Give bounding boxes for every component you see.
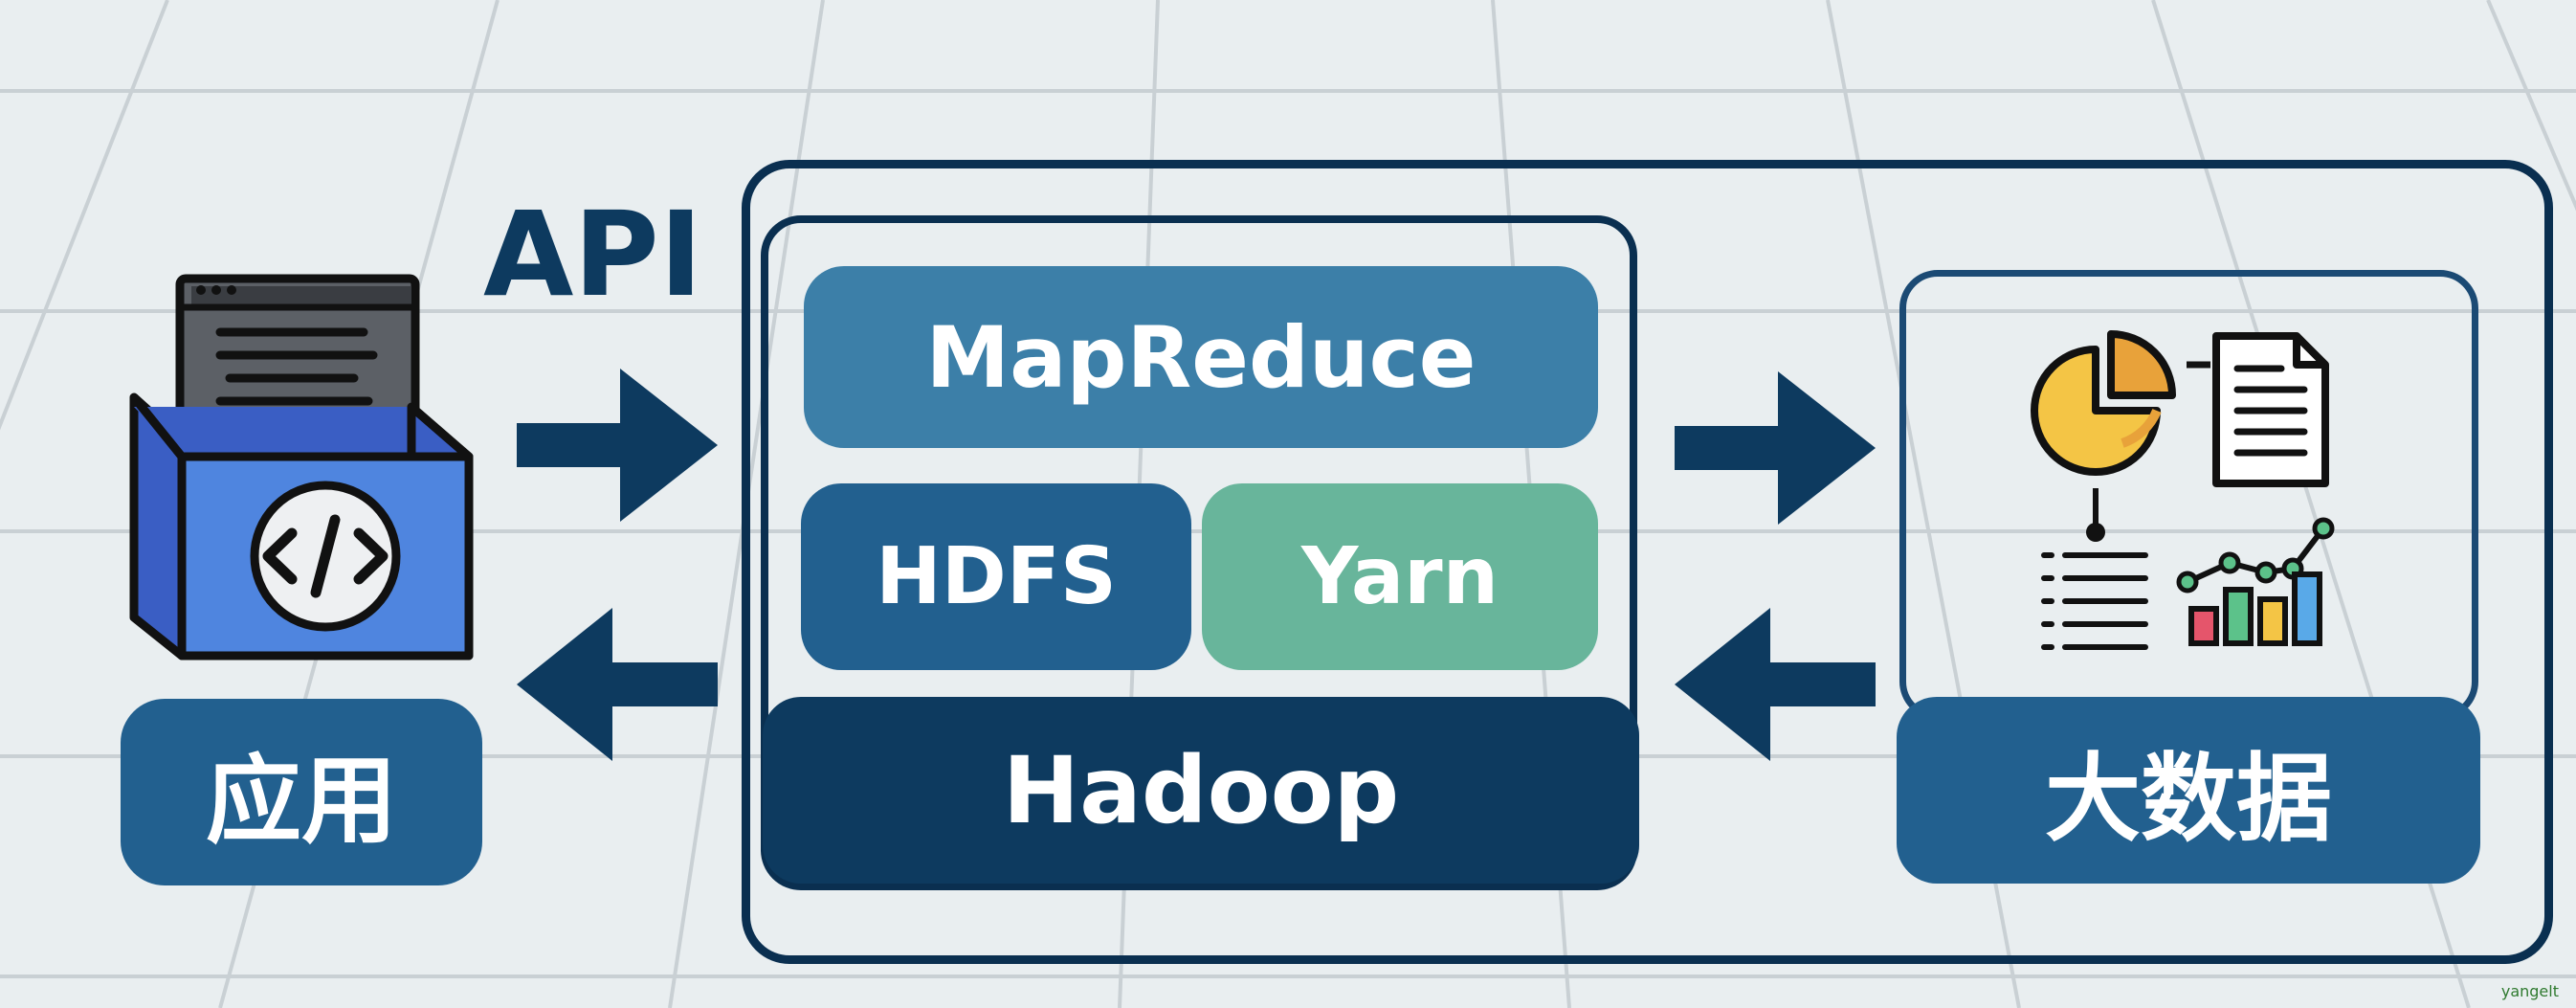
- api-label: API: [483, 187, 703, 323]
- yarn-block: Yarn: [1202, 483, 1598, 670]
- hadoop-block: Hadoop: [763, 697, 1639, 884]
- arrow-right-icon: [517, 369, 718, 522]
- hdfs-block: HDFS: [801, 483, 1191, 670]
- code-box-icon: [129, 274, 474, 661]
- document-icon: [2187, 332, 2329, 487]
- list-icon: [2041, 488, 2148, 650]
- outer-frame: [742, 160, 2553, 964]
- bar-line-chart-icon: [2176, 517, 2335, 646]
- arrow-right-icon: [1675, 371, 1876, 525]
- arrow-left-icon: [1675, 608, 1876, 761]
- hadoop-frame: [761, 215, 1637, 890]
- watermark: yangelt: [2500, 982, 2559, 1000]
- bigdata-label: 大数据: [1897, 697, 2480, 884]
- app-label: 应用: [121, 699, 482, 885]
- mapreduce-block: MapReduce: [804, 266, 1598, 448]
- arrow-left-icon: [517, 608, 718, 761]
- pie-chart-icon: [2031, 330, 2176, 476]
